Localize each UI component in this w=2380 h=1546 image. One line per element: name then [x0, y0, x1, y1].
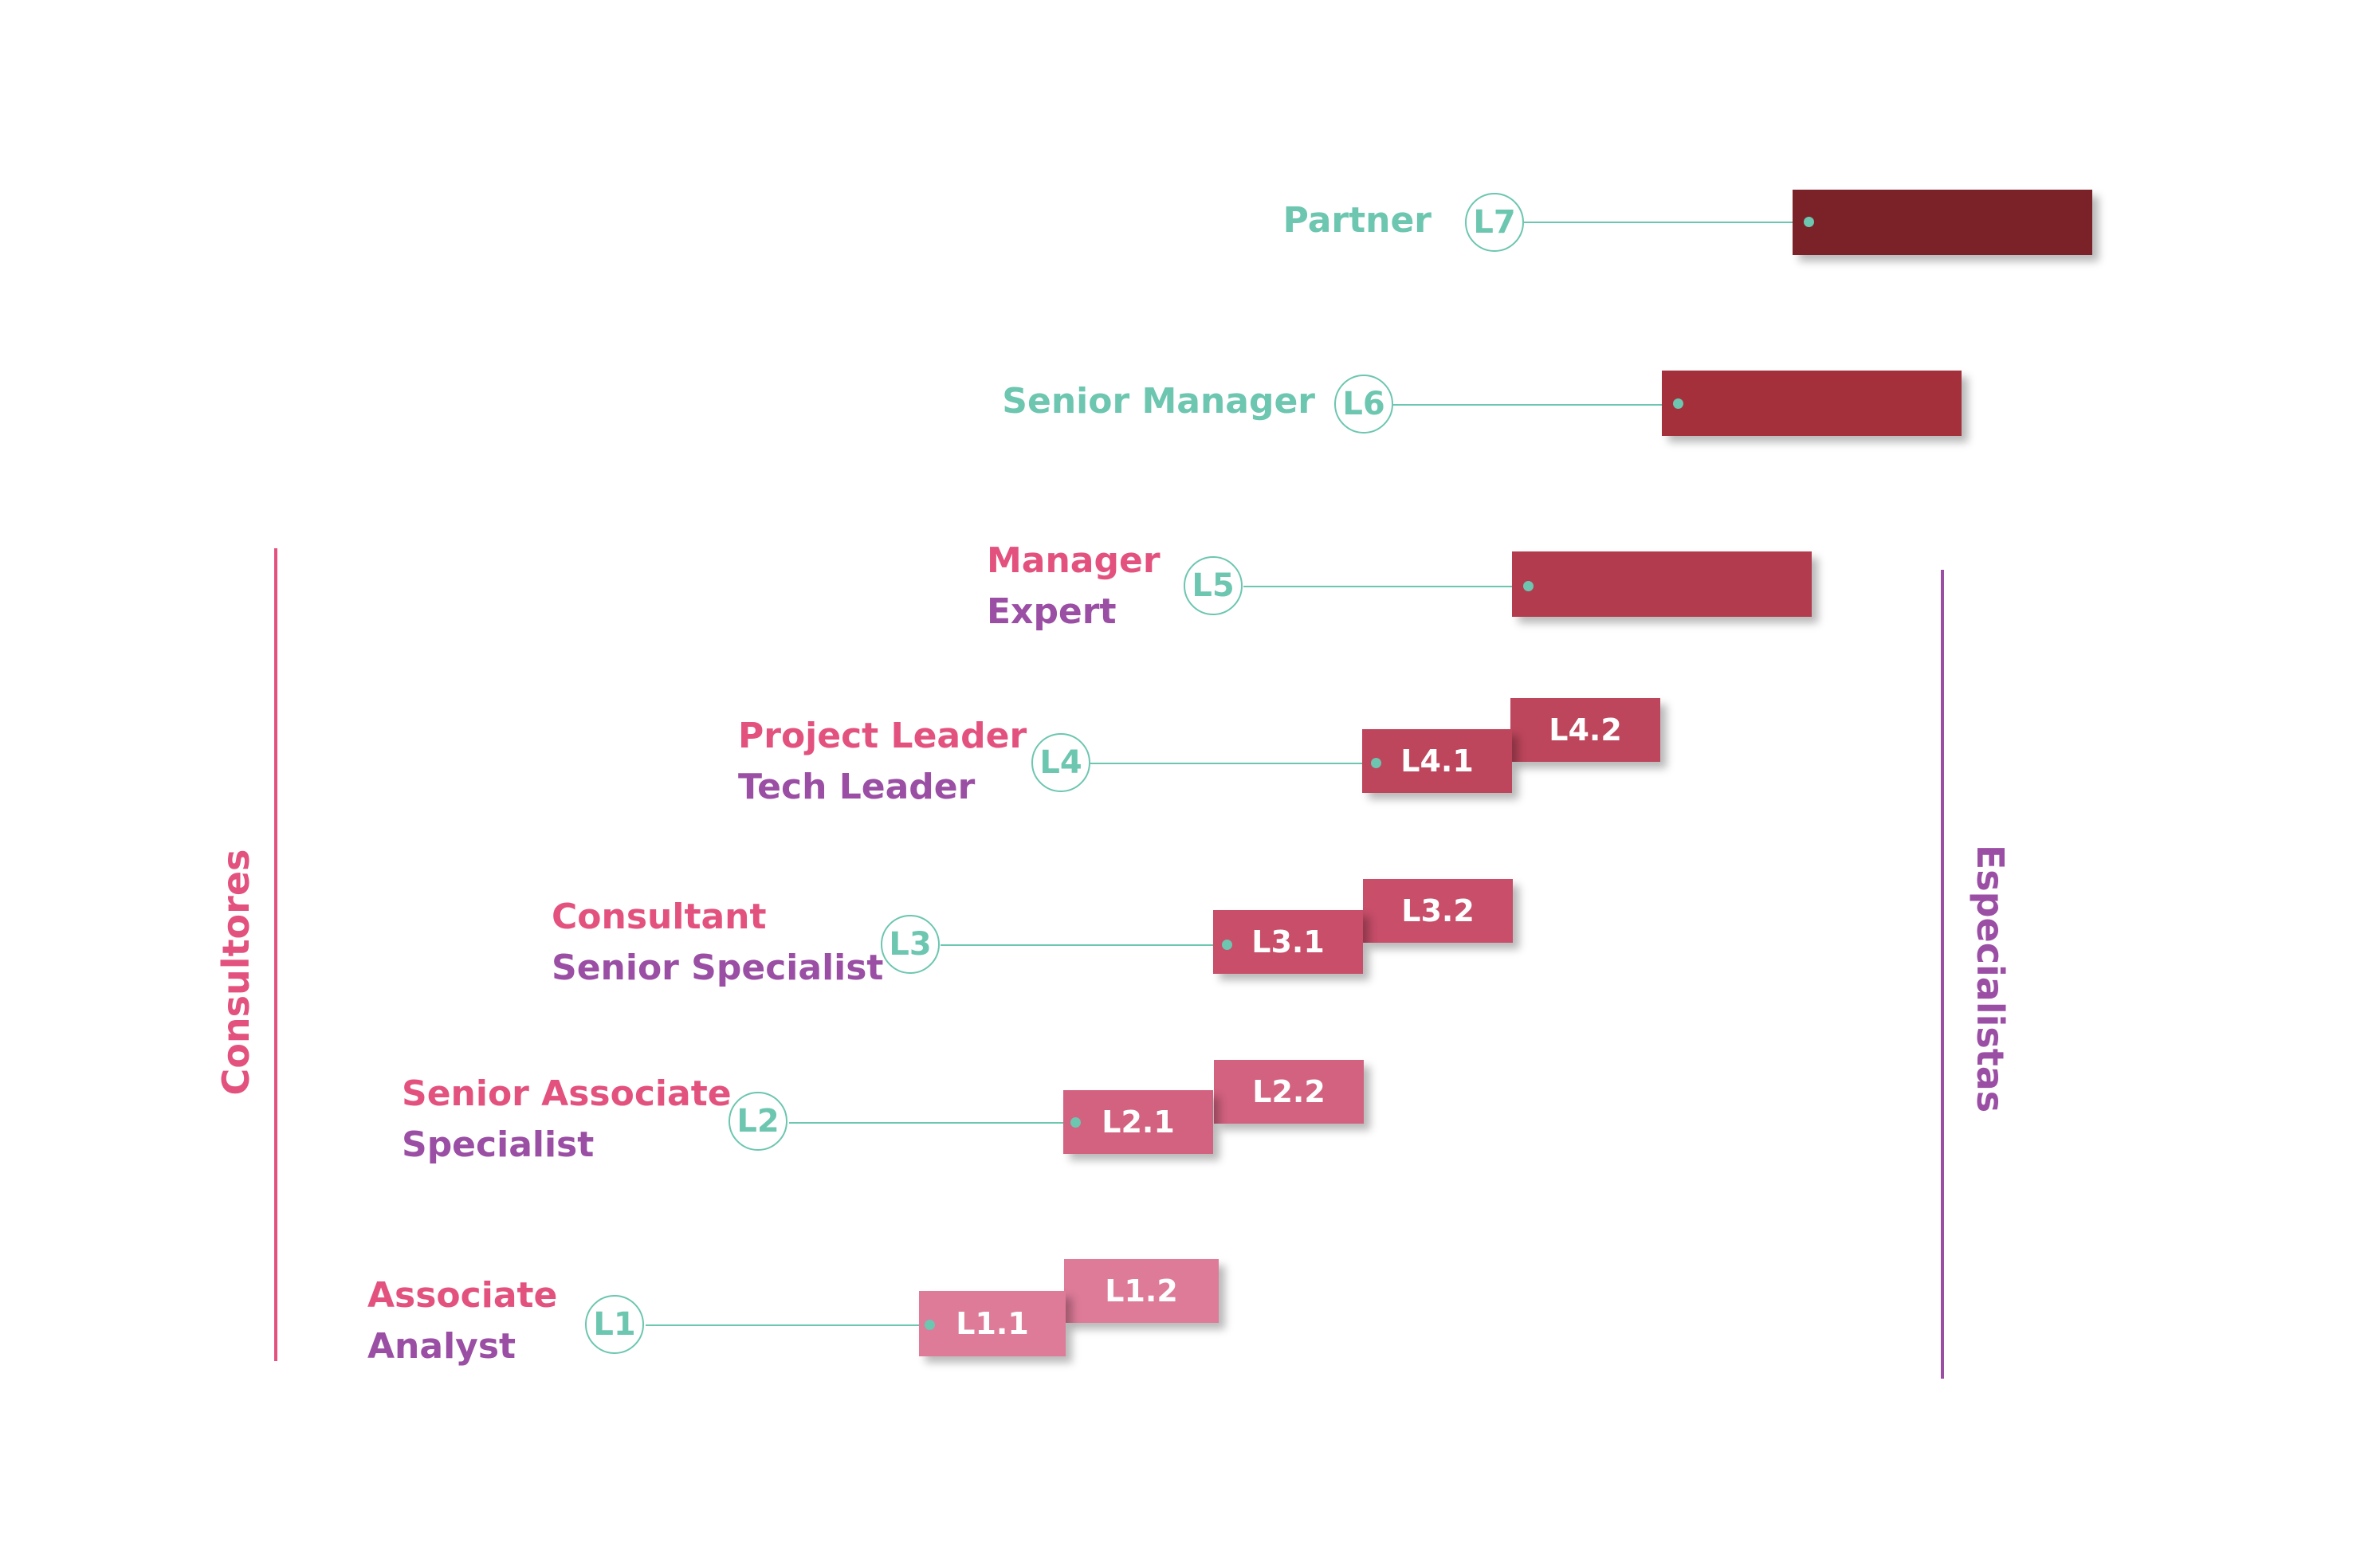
connector-dot [1804, 217, 1814, 227]
level-title: Partner [1282, 200, 1432, 241]
level-bar [1793, 190, 2092, 255]
connector-dot [1371, 758, 1381, 768]
level-title: Senior Manager [1002, 381, 1315, 422]
level-bar-upper: L1.2 [1064, 1259, 1219, 1323]
level-bar-lower: L4.1 [1362, 729, 1512, 793]
level-bar [1662, 371, 1962, 436]
level-bar-lower: L2.1 [1063, 1090, 1213, 1154]
connector-dot [1673, 398, 1683, 409]
level-badge: L3 [881, 915, 940, 974]
level-badge: L5 [1184, 556, 1243, 615]
level-subtitle: Specialist [402, 1124, 595, 1165]
consultores-label: Consultores [214, 849, 257, 1096]
level-subtitle: Expert [987, 591, 1117, 632]
especialistas-line [1941, 570, 1944, 1379]
connector-dot [1070, 1117, 1081, 1128]
level-badge: L7 [1465, 193, 1524, 252]
level-bar-upper: L3.2 [1363, 879, 1513, 943]
connector-line [1090, 763, 1377, 764]
level-bar-upper: L4.2 [1510, 698, 1660, 762]
level-title: Project Leader [738, 716, 1027, 756]
level-title: Senior Associate [402, 1073, 732, 1114]
connector-dot [1523, 581, 1534, 591]
level-subtitle: Senior Specialist [552, 948, 884, 988]
consultores-line [274, 548, 277, 1361]
connector-dot [1222, 940, 1232, 950]
level-subtitle: Tech Leader [738, 767, 976, 807]
especialistas-label: Especialistas [1969, 844, 2012, 1113]
level-subtitle: Analyst [367, 1326, 516, 1367]
level-bar-lower: L1.1 [919, 1291, 1066, 1356]
level-badge: L4 [1031, 733, 1090, 792]
level-title: Manager [987, 540, 1161, 581]
connector-line [941, 944, 1227, 946]
level-bar-lower: L3.1 [1213, 910, 1363, 974]
level-badge: L2 [729, 1092, 787, 1151]
connector-line [789, 1122, 1078, 1124]
level-bar-upper: L2.2 [1214, 1060, 1364, 1124]
level-badge: L1 [585, 1295, 644, 1354]
connector-line [1393, 404, 1679, 406]
connector-line [646, 1324, 934, 1326]
level-bar [1512, 551, 1812, 617]
connector-line [1524, 222, 1809, 223]
connector-line [1243, 586, 1529, 587]
level-title: Consultant [552, 897, 767, 937]
level-title: Associate [367, 1275, 558, 1316]
connector-dot [925, 1320, 935, 1330]
level-badge: L6 [1334, 375, 1393, 434]
